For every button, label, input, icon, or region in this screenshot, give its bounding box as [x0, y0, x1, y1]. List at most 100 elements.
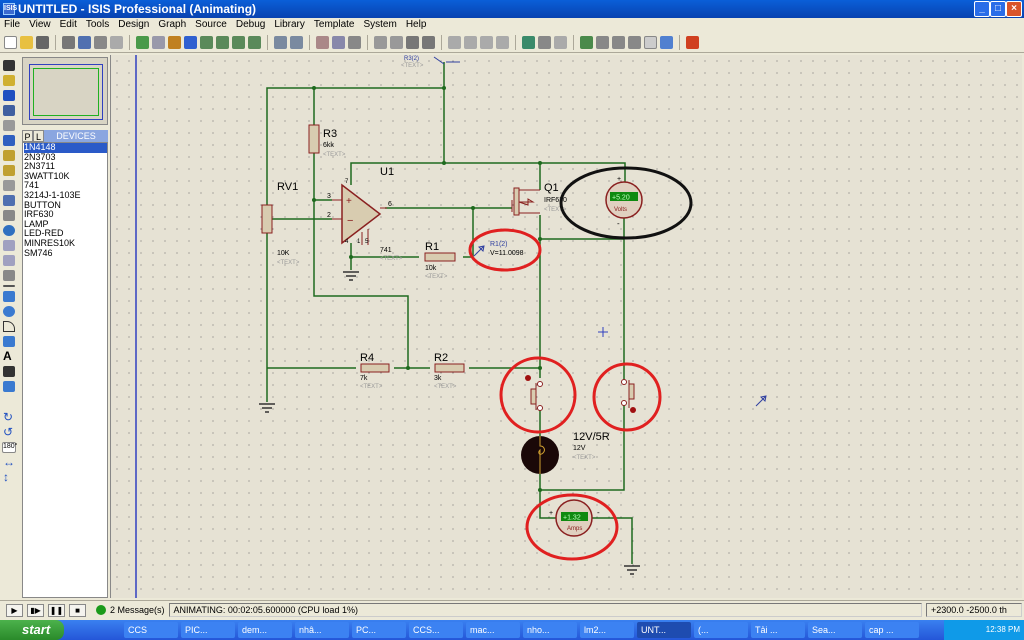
device-pins-icon[interactable]: [3, 180, 15, 191]
packaging-icon[interactable]: [480, 36, 493, 49]
component-mode-icon[interactable]: [3, 75, 15, 86]
device-item[interactable]: SM746: [24, 247, 53, 258]
symbol-icon[interactable]: [3, 366, 15, 377]
virtual-instruments-icon[interactable]: [3, 270, 15, 281]
wire-label-icon[interactable]: [3, 105, 15, 116]
path-icon[interactable]: [3, 336, 15, 347]
redo-icon[interactable]: [290, 36, 303, 49]
wire-autorouter-icon[interactable]: [522, 36, 535, 49]
rotate-cw-icon[interactable]: ↻: [3, 410, 14, 424]
menu-help[interactable]: Help: [405, 19, 427, 30]
taskbar-item[interactable]: CCS: [124, 622, 178, 638]
export-icon[interactable]: [78, 36, 91, 49]
generator-icon[interactable]: [3, 225, 15, 236]
mirror-x-icon[interactable]: ↔: [3, 455, 15, 469]
print-icon[interactable]: [94, 36, 107, 49]
device-item[interactable]: 2N3711: [24, 161, 55, 172]
device-item[interactable]: 3214J-1-103E: [24, 189, 81, 200]
circle-icon[interactable]: [3, 306, 15, 317]
step-button[interactable]: ▮▶: [27, 603, 44, 617]
import-icon[interactable]: [62, 36, 75, 49]
voltage-probe-icon[interactable]: [3, 240, 15, 251]
remove-sheet-icon[interactable]: [596, 36, 609, 49]
library-manager-button[interactable]: L: [33, 130, 44, 142]
taskbar-item[interactable]: (...: [694, 622, 748, 638]
maximize-button[interactable]: □: [990, 1, 1006, 17]
menu-graph[interactable]: Graph: [158, 19, 187, 30]
pick-devices-button[interactable]: P: [22, 130, 33, 142]
minimize-button[interactable]: _: [974, 1, 990, 17]
bom-icon[interactable]: [628, 36, 641, 49]
menu-system[interactable]: System: [363, 19, 397, 30]
block-delete-icon[interactable]: [422, 36, 435, 49]
taskbar-item[interactable]: CCS...: [409, 622, 463, 638]
taskbar-item[interactable]: dem...: [238, 622, 292, 638]
exit-parent-icon[interactable]: [612, 36, 625, 49]
subcircuit-icon[interactable]: [3, 150, 15, 161]
messages-indicator[interactable]: 2 Message(s): [96, 605, 165, 615]
pick-device-icon[interactable]: [448, 36, 461, 49]
paste-icon[interactable]: [348, 36, 361, 49]
box-icon[interactable]: [3, 291, 15, 302]
save-icon[interactable]: [36, 36, 49, 49]
junction-dot-icon[interactable]: [3, 90, 15, 101]
rotation-field[interactable]: 180°: [2, 442, 17, 453]
pan-icon[interactable]: [184, 36, 197, 49]
menu-template[interactable]: Template: [313, 19, 355, 30]
property-tool-icon[interactable]: [554, 36, 567, 49]
block-move-icon[interactable]: [390, 36, 403, 49]
zoom-in-icon[interactable]: [200, 36, 213, 49]
buses-icon[interactable]: [3, 135, 15, 146]
menu-design[interactable]: Design: [118, 19, 150, 30]
decompose-icon[interactable]: [496, 36, 509, 49]
line-icon[interactable]: [3, 285, 15, 287]
menu-source[interactable]: Source: [195, 19, 227, 30]
start-button[interactable]: start: [0, 620, 64, 640]
selection-mode-icon[interactable]: [3, 60, 15, 71]
menu-view[interactable]: View: [29, 19, 51, 30]
zoom-area-icon[interactable]: [248, 36, 261, 49]
play-button[interactable]: ▶: [6, 603, 23, 617]
taskbar-item[interactable]: PIC...: [181, 622, 235, 638]
taskbar-item[interactable]: nhâ...: [295, 622, 349, 638]
device-item[interactable]: 1N4148: [24, 142, 107, 153]
make-device-icon[interactable]: [464, 36, 477, 49]
close-button[interactable]: ×: [1006, 1, 1022, 17]
view-area[interactable]: [33, 68, 99, 116]
erc-icon[interactable]: [644, 36, 657, 49]
stop-button[interactable]: ■: [69, 603, 86, 617]
current-probe-icon[interactable]: [3, 255, 15, 266]
device-item[interactable]: 2N3703: [24, 151, 56, 162]
device-item[interactable]: MINRES10K: [24, 237, 76, 248]
device-item[interactable]: 3WATT10K: [24, 170, 70, 181]
origin-icon[interactable]: [168, 36, 181, 49]
mirror-y-icon[interactable]: ↕: [3, 470, 9, 484]
ares-icon[interactable]: [686, 36, 699, 49]
device-item[interactable]: IRF630: [24, 209, 54, 220]
menu-tools[interactable]: Tools: [85, 19, 110, 30]
device-item[interactable]: LED-RED: [24, 228, 64, 239]
grid-icon[interactable]: [152, 36, 165, 49]
menu-debug[interactable]: Debug: [235, 19, 266, 30]
search-icon[interactable]: [538, 36, 551, 49]
arc-icon[interactable]: [3, 321, 15, 332]
new-icon[interactable]: [4, 36, 17, 49]
tape-recorder-icon[interactable]: [3, 210, 15, 221]
area-icon[interactable]: [110, 36, 123, 49]
zoom-all-icon[interactable]: [232, 36, 245, 49]
taskbar-item[interactable]: Sea...: [808, 622, 862, 638]
text-icon[interactable]: A: [3, 349, 12, 363]
menu-library[interactable]: Library: [274, 19, 305, 30]
open-icon[interactable]: [20, 36, 33, 49]
undo-icon[interactable]: [274, 36, 287, 49]
taskbar-item-active[interactable]: UNT...: [637, 622, 691, 638]
taskbar-item[interactable]: lm2...: [580, 622, 634, 638]
new-sheet-icon[interactable]: [580, 36, 593, 49]
device-item[interactable]: 741: [24, 180, 40, 191]
copy-icon[interactable]: [332, 36, 345, 49]
graph-mode-icon[interactable]: [3, 195, 15, 206]
taskbar-item[interactable]: mac...: [466, 622, 520, 638]
zoom-out-icon[interactable]: [216, 36, 229, 49]
device-item[interactable]: BUTTON: [24, 199, 61, 210]
schematic-canvas[interactable]: [110, 55, 1022, 598]
